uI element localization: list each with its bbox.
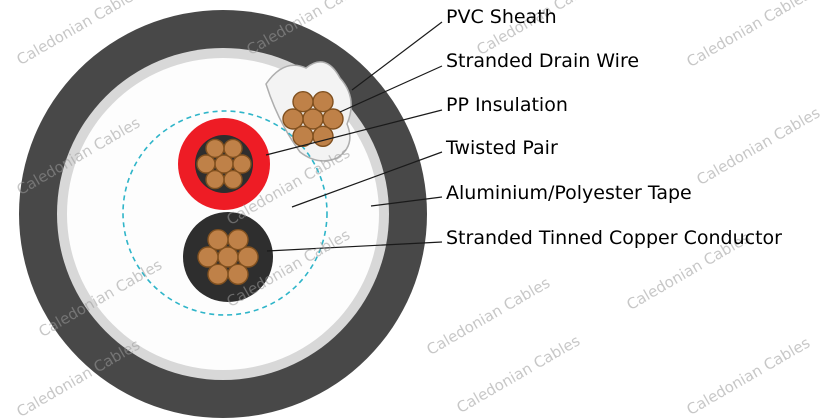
- black-conductor: [183, 212, 273, 302]
- drain-wire-strand: [312, 90, 334, 113]
- tape-dashed-circle: [122, 110, 328, 316]
- label-twisted-pair: Twisted Pair: [446, 137, 558, 159]
- leader-line-pp-insulation: [265, 109, 443, 156]
- conductor-strand: [237, 246, 259, 268]
- leader-line-twisted-pair: [291, 151, 443, 208]
- leader-line-pvc-sheath: [351, 21, 443, 91]
- conductor-strand: [197, 246, 219, 268]
- conductor-strand: [217, 246, 239, 268]
- conductor-strand: [223, 138, 243, 159]
- drain-wire-strand: [312, 125, 334, 148]
- leader-line-copper-conductor: [266, 241, 443, 252]
- label-copper-conductor: Stranded Tinned Copper Conductor: [446, 227, 782, 249]
- drain-wire: [282, 90, 344, 148]
- conductor-strand: [227, 263, 249, 285]
- conductor-strand: [223, 169, 243, 190]
- leader-line-drain-wire: [339, 65, 443, 113]
- drain-wire-strand: [282, 108, 304, 130]
- conductor-strand: [207, 263, 229, 285]
- conductor-strand: [227, 228, 249, 251]
- conductor-strand: [207, 228, 229, 251]
- drain-wire-strand: [292, 90, 314, 113]
- label-pvc-sheath: PVC Sheath: [446, 6, 557, 28]
- conductor-strand: [205, 169, 225, 190]
- drain-wire-strand: [322, 108, 344, 130]
- leader-line-tape: [370, 196, 443, 207]
- conductor-strand: [232, 154, 252, 174]
- label-pp-insulation: PP Insulation: [446, 94, 568, 116]
- red-conductor: [178, 118, 270, 210]
- drain-wire-strand: [292, 125, 314, 148]
- conductor-strand: [205, 138, 225, 159]
- label-tape: Aluminium/Polyester Tape: [446, 182, 692, 204]
- label-drain-wire: Stranded Drain Wire: [446, 50, 640, 72]
- drain-wire-strand: [302, 108, 324, 130]
- conductor-strand: [196, 154, 216, 174]
